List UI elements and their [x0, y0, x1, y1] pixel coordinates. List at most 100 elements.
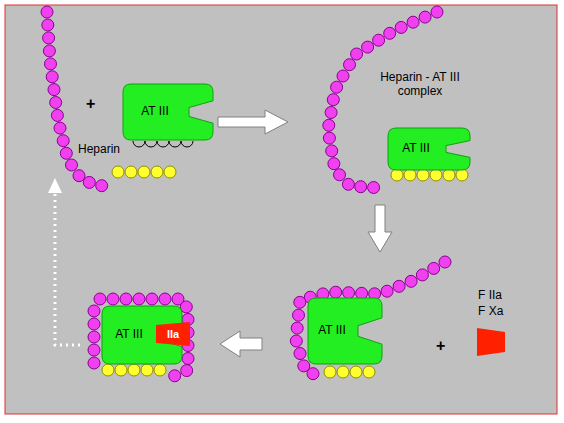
outline-path — [102, 306, 182, 364]
heparin-bead — [43, 32, 55, 44]
step-arrow — [368, 205, 392, 252]
heparin-bead — [393, 280, 405, 292]
pentasaccharide-bead — [164, 166, 176, 178]
heparin-bead — [45, 58, 57, 70]
plus-sign: + — [436, 336, 445, 355]
pentasaccharide-bead — [456, 169, 468, 181]
heparin-bead — [181, 365, 193, 377]
outline-path — [123, 84, 213, 140]
antithrombin-shape: AT III — [123, 84, 213, 140]
pentasaccharide-bead — [128, 364, 140, 376]
pentasaccharide-bead — [102, 364, 114, 376]
heparin-bead — [327, 94, 339, 106]
heparin-bead — [343, 287, 355, 299]
pentasaccharide-bead — [430, 169, 442, 181]
heparin-bead — [43, 45, 55, 57]
node-label: AT III — [115, 328, 143, 341]
heparin-bead — [133, 293, 145, 305]
heparin-bead — [344, 59, 356, 71]
antithrombin-shape: AT III — [308, 298, 382, 364]
plus-sign: + — [86, 94, 95, 113]
heparin-bead — [351, 48, 363, 60]
heparin-bead — [66, 159, 78, 171]
heparin-bead — [169, 370, 181, 382]
pentasaccharide-bead — [324, 366, 336, 378]
heparin-bead — [290, 335, 302, 347]
annotation-label: Heparin - AT III complex — [366, 70, 474, 99]
heparin-bead — [337, 70, 349, 82]
heparin-bead — [362, 41, 374, 53]
heparin-bead — [88, 357, 100, 369]
heparin-bead — [342, 178, 354, 190]
pentasaccharide-bead — [337, 366, 349, 378]
heparin-bead — [107, 293, 119, 305]
step-arrow — [220, 331, 262, 357]
recycle-arrow — [55, 192, 80, 345]
pentasaccharide-bead — [404, 169, 416, 181]
node-label: AT III — [402, 142, 430, 155]
heparin-bead — [355, 181, 367, 193]
antithrombin-shape: AT III — [388, 128, 470, 170]
heparin-bead — [146, 293, 158, 305]
heparin-bead — [439, 256, 451, 268]
pentasaccharide-bead — [138, 166, 150, 178]
heparin-bead — [46, 71, 58, 83]
heparin-bead — [60, 147, 72, 159]
heparin-chains — [41, 6, 468, 382]
heparin-bead — [159, 293, 171, 305]
annotation-label: F Xa — [478, 304, 503, 318]
heparin-bead — [54, 122, 66, 134]
pentasaccharide-bead — [350, 366, 362, 378]
heparin-bead — [83, 176, 95, 188]
heparin-bead — [94, 293, 106, 305]
heparin-bead — [41, 6, 53, 18]
heparin-bead — [51, 109, 63, 121]
heparin-bead — [368, 182, 380, 194]
heparin-bead — [323, 119, 335, 131]
heparin-bead — [431, 6, 443, 18]
heparin-bead — [326, 145, 338, 157]
heparin-bead — [407, 16, 419, 28]
heparin-bead — [291, 322, 303, 334]
node-label: AT III — [318, 324, 346, 337]
heparin-bead — [381, 285, 393, 297]
pentasaccharide-bead — [151, 166, 163, 178]
heparin-bead — [120, 293, 132, 305]
heparin-bead — [325, 107, 337, 119]
heparin-bead — [73, 170, 85, 182]
heparin-bead — [88, 331, 100, 343]
heparin-bead — [294, 296, 306, 308]
heparin-bead — [428, 262, 440, 274]
heparin-bead — [182, 353, 194, 365]
heparin-bead — [48, 84, 60, 96]
heparin-bead — [293, 309, 305, 321]
heparin-bead — [294, 348, 306, 360]
annotation-label: Heparin — [78, 142, 120, 156]
pentasaccharide-bead — [125, 166, 137, 178]
heparin-bead — [88, 305, 100, 317]
heparin-bead — [405, 275, 417, 287]
factor-label: IIa — [167, 328, 179, 340]
heparin-bead — [331, 81, 343, 93]
step-arrow — [218, 110, 288, 134]
outline-path — [156, 322, 190, 346]
annotation-label: F IIa — [478, 288, 502, 302]
pentasaccharide-bead — [112, 166, 124, 178]
heparin-bead — [419, 11, 431, 23]
heparin-bead — [57, 135, 69, 147]
heparin-bead — [50, 97, 62, 109]
heparin-bead — [307, 368, 319, 380]
pentasaccharide-bead — [154, 364, 166, 376]
heparin-bead — [323, 132, 335, 144]
pentasaccharide-bead — [417, 169, 429, 181]
outline-path — [388, 128, 470, 170]
node-label: AT III — [141, 105, 169, 118]
pentasaccharide-bead — [391, 169, 403, 181]
binding-loops — [133, 141, 193, 147]
heparin-bead — [328, 158, 340, 170]
frame — [5, 5, 557, 414]
heparin-bead — [88, 318, 100, 330]
heparin-bead — [373, 34, 385, 46]
antithrombin-shape: AT III IIa — [102, 306, 182, 364]
